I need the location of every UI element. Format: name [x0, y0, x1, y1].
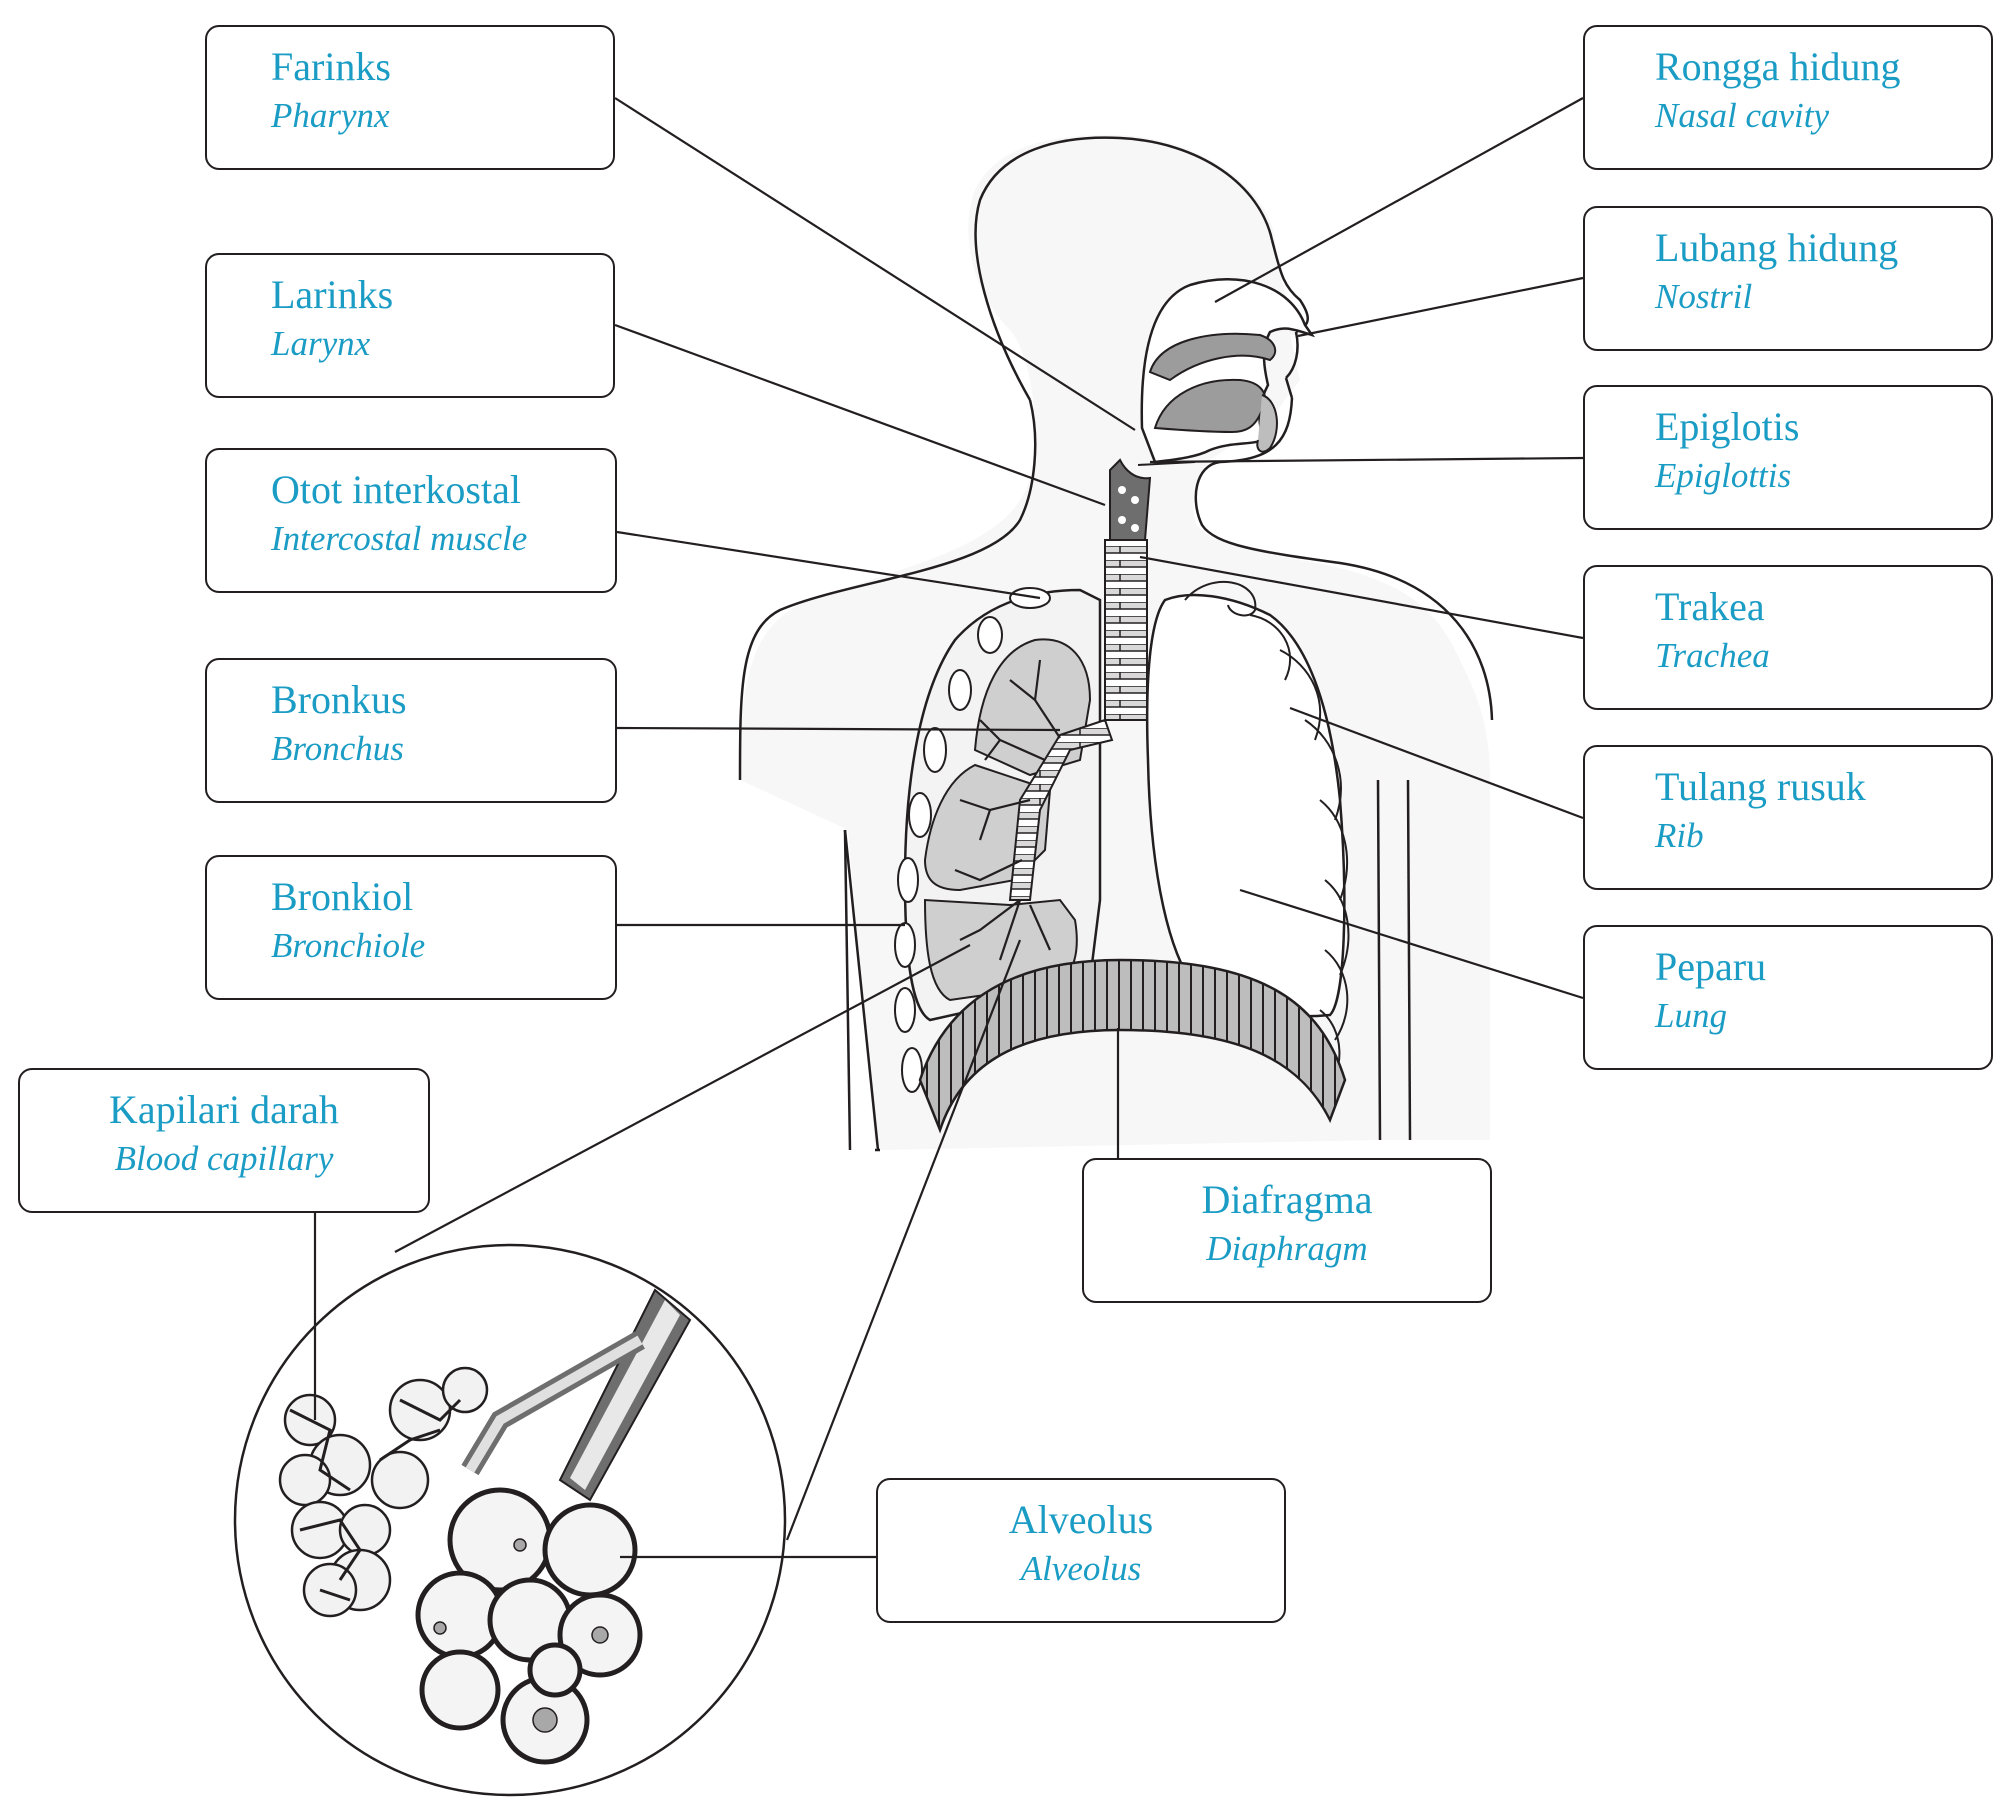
label-nostril-english: Nostril	[1655, 277, 1753, 316]
label-nasal-cavity-malay: Rongga hidung	[1655, 44, 1901, 89]
label-bronchus-malay: Bronkus	[271, 677, 407, 722]
label-blood-capillary-malay: Kapilari darah	[109, 1087, 339, 1132]
diaphragm	[918, 958, 1347, 1134]
label-epiglottis: Epiglotis Epiglottis	[1583, 385, 1993, 530]
label-epiglottis-english: Epiglottis	[1655, 456, 1792, 495]
label-intercostal-muscle-english: Intercostal muscle	[271, 519, 528, 558]
capillary-network	[278, 1366, 489, 1618]
capillary-mesh	[289, 1398, 462, 1602]
label-nostril: Lubang hidung Nostril	[1583, 206, 1993, 351]
label-diaphragm-malay: Diafragma	[1201, 1177, 1373, 1222]
label-pharynx: Farinks Pharynx	[205, 25, 615, 170]
label-nasal-cavity: Rongga hidung Nasal cavity	[1583, 25, 1993, 170]
label-larynx: Larinks Larynx	[205, 253, 615, 398]
body-outline	[738, 136, 1494, 1152]
label-alveolus-malay: Alveolus	[1008, 1497, 1154, 1542]
right-ribs	[1184, 581, 1350, 1096]
label-bronchiole: Bronkiol Bronchiole	[205, 855, 617, 1000]
label-blood-capillary-english: Blood capillary	[114, 1139, 334, 1178]
lower-jaw	[1256, 394, 1278, 453]
label-larynx-english: Larynx	[271, 324, 371, 363]
nasal-turbinate	[1148, 332, 1277, 382]
trachea	[1104, 539, 1148, 721]
label-bronchus: Bronkus Bronchus	[205, 658, 617, 803]
label-blood-capillary: Kapilari darah Blood capillary	[18, 1068, 430, 1213]
label-pharynx-malay: Farinks	[271, 44, 391, 89]
leader-lines	[313, 97, 1584, 1559]
left-ribs	[894, 587, 1051, 1093]
label-trachea: Trakea Trachea	[1583, 565, 1993, 710]
label-bronchiole-english: Bronchiole	[271, 926, 426, 965]
label-pharynx-english: Pharynx	[271, 96, 390, 135]
bronchus	[1008, 718, 1114, 901]
bronchiole-tree	[954, 659, 1061, 961]
label-rib-english: Rib	[1655, 816, 1704, 855]
label-larynx-malay: Larinks	[271, 272, 394, 317]
right-lung	[1145, 593, 1346, 1018]
label-rib-malay: Tulang rusuk	[1655, 764, 1866, 809]
alveoli-cluster	[415, 1487, 643, 1765]
label-alveolus: Alveolus Alveolus	[876, 1478, 1286, 1623]
left-arm-line	[843, 829, 880, 1151]
label-bronchiole-malay: Bronkiol	[271, 874, 414, 919]
label-bronchus-english: Bronchus	[271, 729, 404, 768]
label-trachea-english: Trachea	[1655, 636, 1770, 675]
label-alveolus-english: Alveolus	[1020, 1549, 1142, 1588]
right-arm-line	[1376, 779, 1382, 1141]
label-lung: Peparu Lung	[1583, 925, 1993, 1070]
label-trachea-malay: Trakea	[1655, 584, 1765, 629]
label-nasal-cavity-english: Nasal cavity	[1655, 96, 1829, 135]
label-rib: Tulang rusuk Rib	[1583, 745, 1993, 890]
label-epiglottis-malay: Epiglotis	[1655, 404, 1800, 449]
label-nostril-malay: Lubang hidung	[1655, 225, 1899, 270]
label-diaphragm: Diafragma Diaphragm	[1082, 1158, 1492, 1303]
label-intercostal-muscle-malay: Otot interkostal	[271, 467, 521, 512]
label-intercostal-muscle: Otot interkostal Intercostal muscle	[205, 448, 617, 593]
label-lung-malay: Peparu	[1655, 944, 1767, 989]
label-lung-english: Lung	[1655, 996, 1727, 1035]
alveoli-nuclei	[433, 1538, 609, 1733]
label-diaphragm-english: Diaphragm	[1206, 1229, 1368, 1268]
